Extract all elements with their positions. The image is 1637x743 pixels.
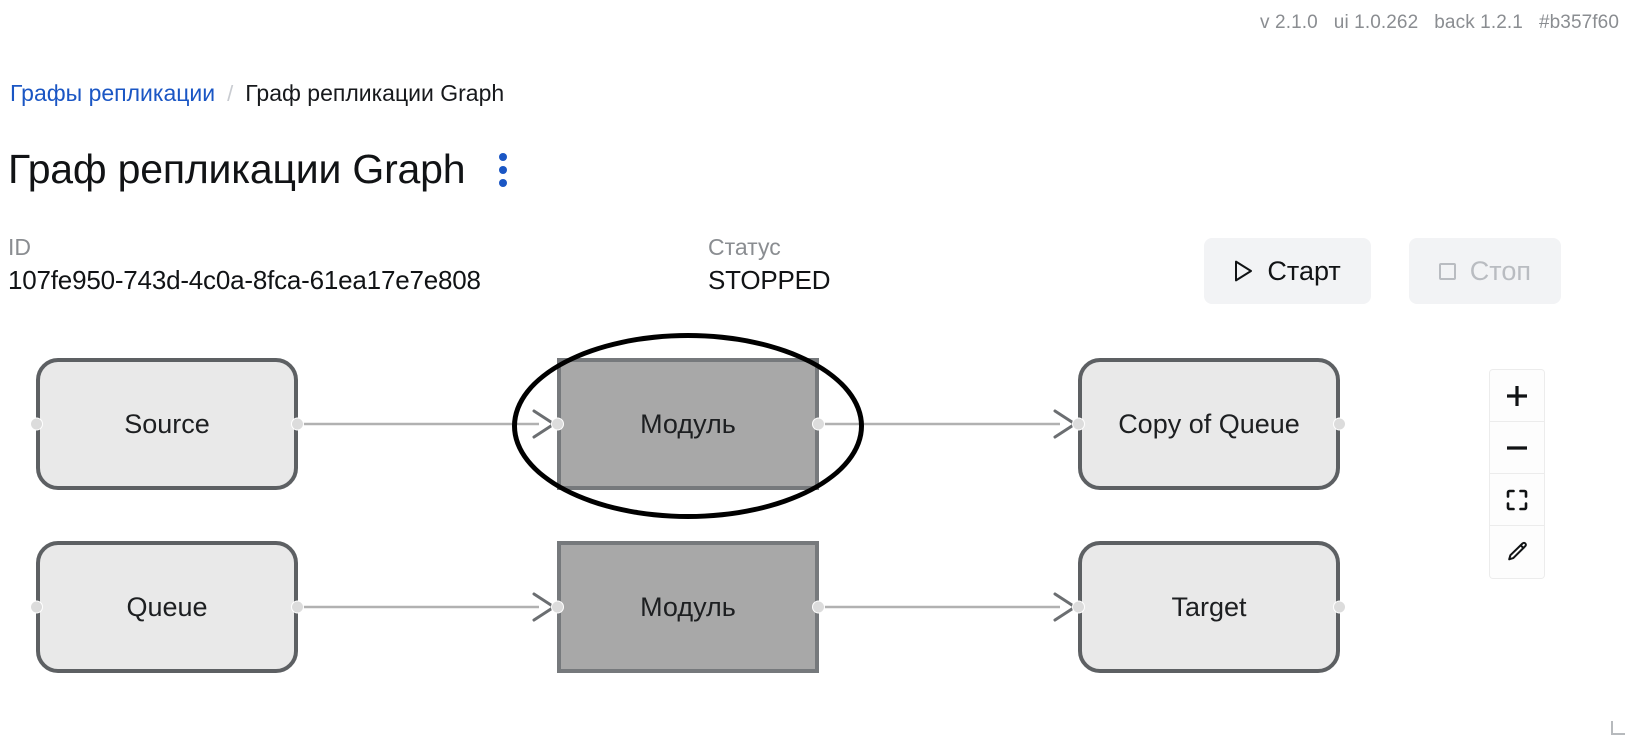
canvas-resize-handle[interactable] (1611, 721, 1625, 735)
fit-view-icon (1505, 488, 1529, 512)
node-port-right[interactable] (291, 417, 304, 431)
play-icon (1234, 260, 1253, 282)
breadcrumb-link-replication-graphs[interactable]: Графы репликации (10, 80, 216, 106)
node-port-right[interactable] (1333, 417, 1346, 431)
node-port-right[interactable] (1333, 600, 1346, 614)
minus-icon (1504, 435, 1530, 461)
meta-field-id: ID 107fe950-743d-4c0a-8fca-61ea17e7e808 (8, 232, 481, 298)
breadcrumb-separator: / (227, 81, 234, 106)
fit-view-button[interactable] (1490, 474, 1544, 526)
version-app: v 2.1.0 (1260, 12, 1318, 33)
node-port-left[interactable] (30, 417, 43, 431)
node-port-right[interactable] (812, 417, 825, 431)
version-bar: v 2.1.0 ui 1.0.262 back 1.2.1 #b357f60 (1260, 12, 1619, 34)
node-port-right[interactable] (291, 600, 304, 614)
breadcrumb: Графы репликации / Граф репликации Graph (10, 80, 504, 107)
breadcrumb-current: Граф репликации Graph (245, 80, 505, 106)
node-port-left[interactable] (1072, 417, 1085, 431)
graph-node-label: Queue (126, 591, 208, 622)
title-row: Граф репликации Graph (8, 146, 515, 193)
node-port-left[interactable] (551, 600, 564, 614)
graph-node-label: Модуль (640, 591, 736, 622)
version-commit: #b357f60 (1538, 12, 1619, 33)
zoom-controls (1489, 369, 1545, 579)
id-value: 107fe950-743d-4c0a-8fca-61ea17e7e808 (8, 265, 481, 295)
meta-field-status: Статус STOPPED (708, 232, 831, 298)
meta-row: ID 107fe950-743d-4c0a-8fca-61ea17e7e808 … (8, 232, 1567, 312)
action-buttons: Старт Стоп (1204, 238, 1561, 304)
zoom-in-button[interactable] (1490, 370, 1544, 422)
id-label: ID (8, 234, 31, 260)
version-ui: ui 1.0.262 (1333, 12, 1419, 33)
kebab-dot (499, 165, 508, 174)
node-port-left[interactable] (1072, 600, 1085, 614)
edit-button[interactable] (1490, 526, 1544, 578)
start-button-label: Старт (1267, 255, 1341, 286)
graph-node-target[interactable]: Target (1072, 541, 1346, 673)
more-options-icon[interactable] (491, 149, 515, 191)
plus-icon (1504, 383, 1530, 409)
status-badge: STOPPED (708, 265, 831, 295)
kebab-dot (499, 178, 508, 187)
kebab-dot (499, 152, 508, 161)
zoom-out-button[interactable] (1490, 422, 1544, 474)
stop-button-label: Стоп (1469, 255, 1531, 286)
status-label: Статус (708, 234, 781, 260)
graph-node-source[interactable]: Source (30, 358, 304, 490)
graph-node-module-bottom[interactable]: Модуль (551, 541, 825, 673)
pencil-icon (1505, 540, 1529, 564)
node-port-left[interactable] (551, 417, 564, 431)
start-button[interactable]: Старт (1204, 238, 1371, 304)
graph-node-queue[interactable]: Queue (30, 541, 304, 673)
node-port-right[interactable] (812, 600, 825, 614)
graph-node-label: Target (1171, 591, 1247, 622)
page-title: Граф репликации Graph (8, 146, 466, 192)
graph-node-label: Source (124, 408, 210, 439)
stop-button[interactable]: Стоп (1408, 238, 1561, 304)
node-port-left[interactable] (30, 600, 43, 614)
version-back: back 1.2.1 (1434, 12, 1523, 33)
graph-node-module-top[interactable]: Модуль (551, 358, 825, 490)
graph-node-copy-of-queue[interactable]: Copy of Queue (1072, 358, 1346, 490)
stop-icon (1438, 262, 1456, 280)
graph-node-label: Copy of Queue (1118, 408, 1300, 439)
graph-node-label: Модуль (640, 408, 736, 439)
